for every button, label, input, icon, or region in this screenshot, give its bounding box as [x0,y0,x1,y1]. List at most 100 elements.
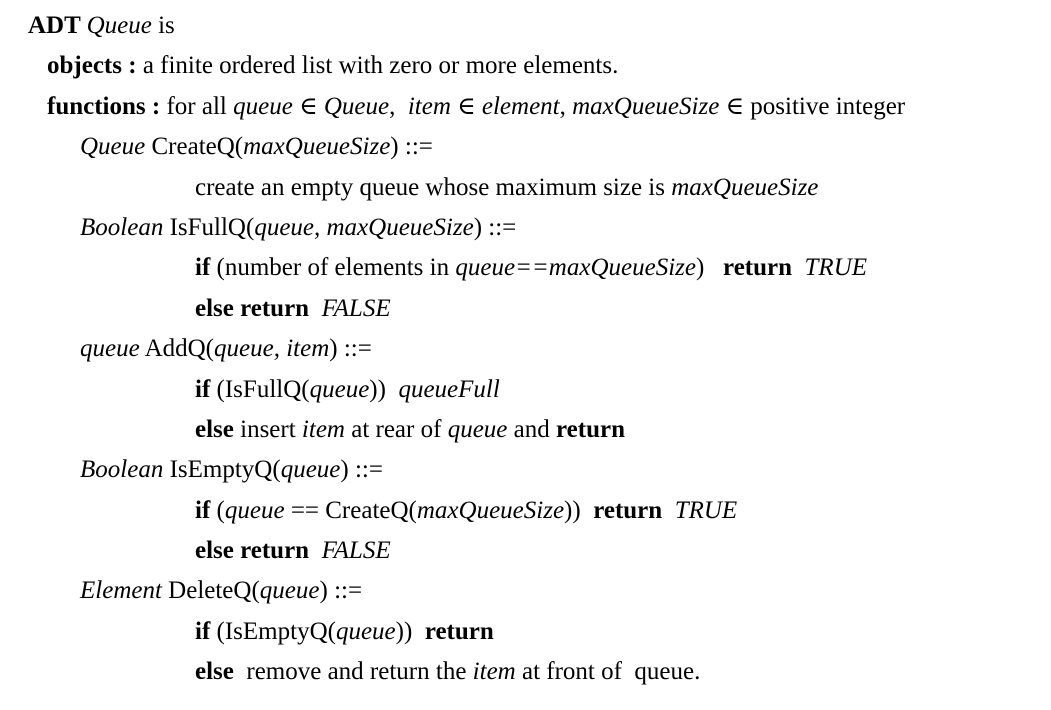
text-run: for all [166,92,234,120]
text-run: else [195,658,234,686]
text-run: remove and return the [233,658,473,686]
text-run [309,295,322,322]
text-run: return [593,496,663,524]
text-run: ) ::= [329,335,372,363]
text-run: AddQ( [139,335,215,363]
text-run: item [407,92,451,120]
text-run: Queue [323,92,390,120]
text-run: queue [447,415,508,443]
text-run: queue, maxQueueSize [254,213,474,241]
text-run: queue, item [214,335,330,363]
document-line: else return FALSE [0,289,1051,329]
text-run: ) [695,254,724,282]
document-line: if (IsEmptyQ(queue)) return [0,612,1051,652]
text-run: FALSE [321,537,391,565]
text-run: )) [564,496,594,524]
text-run: if [195,617,211,645]
text-run [662,497,675,524]
text-run: Boolean [80,213,164,241]
text-run: insert [233,415,302,443]
document-line: functions : for all queue ∈ Queue, item … [0,87,1051,127]
text-run: at rear of [344,415,448,443]
document-line: Element DeleteQ(queue) ::= [0,571,1051,611]
text-run: ( [210,496,225,524]
text-run: CreateQ( [145,133,244,161]
document-line: else insert item at rear of queue and re… [0,410,1051,450]
text-run: ) ::= [319,577,363,605]
document-line: if (number of elements in queue==maxQueu… [0,248,1051,288]
text-run [792,254,805,281]
text-run: maxQueueSize [243,133,391,161]
document-line: else remove and return the item at front… [0,652,1051,692]
text-run: queue [224,496,285,524]
text-run: Boolean [80,456,164,484]
text-run: return [556,415,625,443]
text-run: )) [395,617,425,645]
text-run [309,537,322,564]
text-run: if [195,375,211,403]
text-run: queue [280,456,341,484]
text-run: if [195,496,211,524]
text-run: queue==maxQueueSize [455,254,696,282]
text-run: (IsEmptyQ( [210,617,336,645]
text-run: functions : [47,92,167,120]
text-run: Queue [86,12,152,39]
text-run: ) ::= [390,133,433,161]
text-run: , [389,92,408,120]
text-run: queue [233,92,293,120]
text-run: create an empty queue whose maximum size… [195,173,672,201]
text-run: return [723,254,793,282]
document-line: objects : a finite ordered list with zer… [0,46,1051,86]
text-run: IsFullQ( [163,213,255,241]
text-run: queue [80,335,140,363]
document-line: Queue CreateQ(maxQueueSize) ::= [0,127,1051,167]
document-line: Boolean IsEmptyQ(queue) ::= [0,450,1051,490]
document-line: if (IsFullQ(queue)) queueFull [0,370,1051,410]
text-run: ADT [28,12,87,39]
text-run: else return [195,537,310,565]
text-run: maxQueueSize [416,496,565,524]
text-run: else return [195,294,310,322]
text-run: else [195,415,234,443]
document-line: Boolean IsFullQ(queue, maxQueueSize) ::= [0,208,1051,248]
text-run: )) [369,375,399,403]
text-run: maxQueueSize [671,173,819,201]
text-run: element [481,92,560,120]
text-run: Element [80,577,162,605]
text-run: queueFull [398,375,500,403]
text-run: (number of elements in [210,254,456,282]
text-run: queue [259,577,320,605]
text-run: maxQueueSize [572,92,720,120]
document-line: create an empty queue whose maximum size… [0,168,1051,208]
text-run: queue [309,375,370,403]
text-run: at front of queue. [515,658,701,686]
text-run: a finite ordered list with zero or more … [142,52,619,80]
text-run: return [424,617,494,645]
text-run: ) ::= [473,213,517,241]
text-run: , [559,92,573,120]
text-run: and [507,415,556,443]
text-run: objects : [47,52,143,80]
text-run: FALSE [321,294,391,322]
text-run: is [151,12,175,39]
text-run: ∈ [292,92,324,120]
text-run: TRUE [674,496,738,524]
text-run: == CreateQ( [284,496,417,524]
document-line: ADT Queue is [0,6,1051,46]
text-run: (IsFullQ( [210,375,310,403]
text-run: item [472,658,516,686]
text-run: item [301,415,345,443]
document-line: queue AddQ(queue, item) ::= [0,329,1051,369]
text-run: ∈ positive integer [719,92,906,120]
document-line: else return FALSE [0,531,1051,571]
text-run: ∈ [450,92,482,120]
document-line: if (queue == CreateQ(maxQueueSize)) retu… [0,491,1051,531]
text-run: ) ::= [340,456,383,484]
text-run: Queue [80,133,146,161]
text-run: DeleteQ( [161,577,260,605]
text-run: TRUE [804,254,868,282]
text-run: IsEmptyQ( [163,456,281,484]
text-run: if [195,254,211,282]
